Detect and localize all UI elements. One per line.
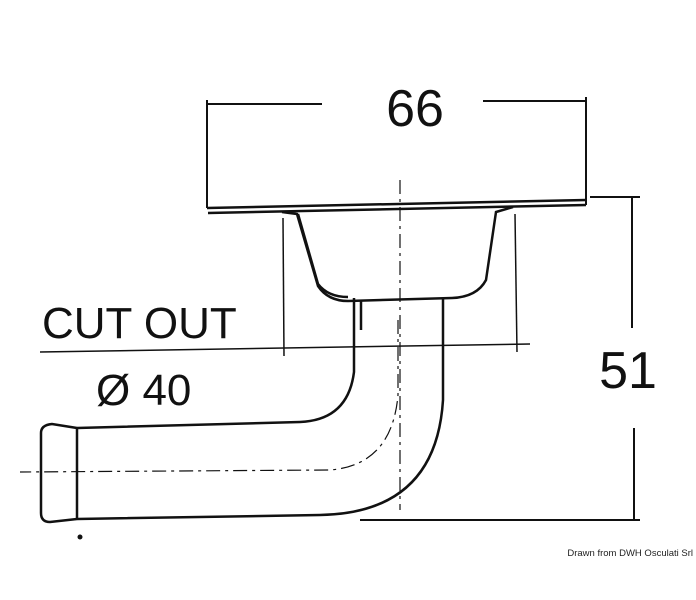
cutout-ext-left — [282, 217, 285, 357]
diameter-label: Ø 40 — [96, 366, 191, 415]
pipe-inner-contour — [76, 298, 445, 521]
flange — [206, 198, 587, 215]
cutout-dim-line — [39, 343, 531, 353]
cutout-ext-right — [514, 213, 518, 353]
hose-end-outline — [39, 422, 78, 524]
elbow-pipe — [76, 298, 445, 521]
width-dimension — [206, 97, 587, 208]
small-dot — [77, 534, 83, 540]
flange-bottom-edge — [207, 203, 587, 215]
width-label: 66 — [386, 80, 444, 138]
pipe-outer-contour — [76, 298, 356, 430]
hose-end — [39, 422, 79, 524]
cup-inner-outline — [296, 213, 349, 299]
height-label: 51 — [599, 342, 657, 400]
credit-label: Drawn from DWH Osculati Srl — [567, 548, 693, 559]
cup-outer-outline — [281, 205, 514, 303]
cutout-label: CUT OUT — [42, 299, 237, 348]
cutout-extension-lines — [39, 213, 531, 357]
height-dimension — [360, 196, 640, 521]
flange-top-edge — [206, 198, 587, 210]
pipe-centerline — [19, 320, 399, 473]
cup-body — [281, 205, 514, 303]
